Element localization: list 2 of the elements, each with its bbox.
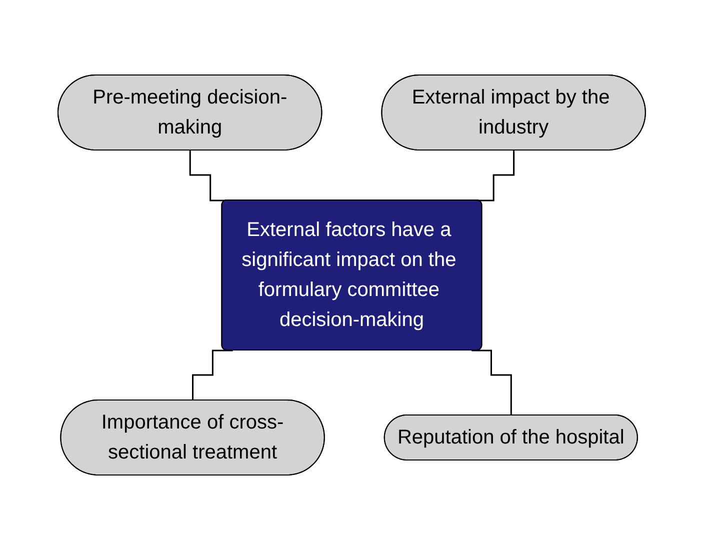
connector (192, 350, 233, 402)
connector (471, 350, 512, 416)
